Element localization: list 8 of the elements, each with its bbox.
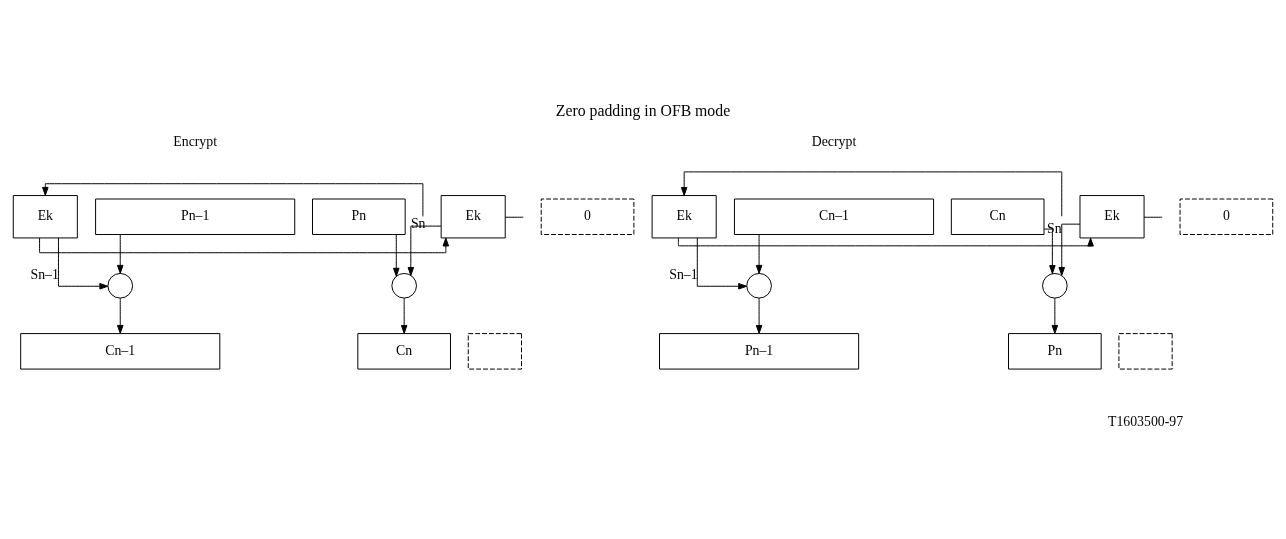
label: Encrypt <box>173 133 218 149</box>
diagram-title: Zero padding in OFB mode <box>555 101 731 119</box>
label: Decrypt <box>811 133 857 149</box>
label: T1603500-97 <box>1108 413 1184 429</box>
edge-label: Sn <box>1047 220 1062 236</box>
edge-label: Sn–1 <box>669 267 698 283</box>
edge-label: Sn <box>410 216 426 232</box>
edge-label: Sn–1 <box>30 267 59 283</box>
